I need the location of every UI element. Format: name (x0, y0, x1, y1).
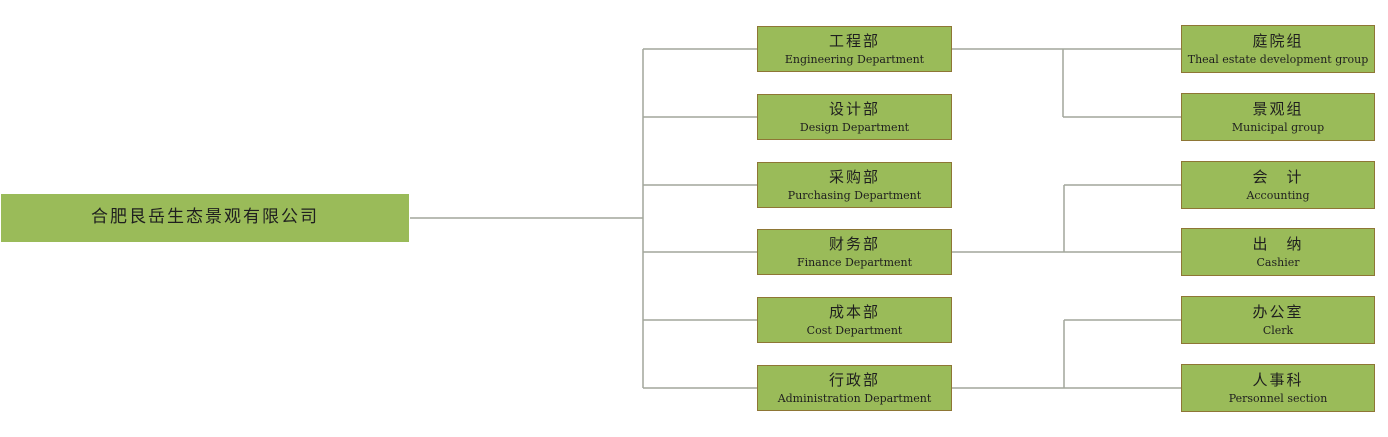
department-name-zh: 设计部 (828, 99, 880, 118)
subunit-name-en: Personnel section (1228, 391, 1328, 405)
department-name-zh: 财务部 (828, 234, 880, 253)
org-node-company: 合肥艮岳生态景观有限公司 (1, 194, 409, 242)
org-node-accounting: 会 计 Accounting (1181, 161, 1375, 209)
department-name-en: Design Department (799, 120, 910, 134)
org-node-personnel: 人事科 Personnel section (1181, 364, 1375, 412)
org-node-landscape-group: 景观组 Municipal group (1181, 93, 1375, 141)
department-name-en: Cost Department (806, 323, 903, 337)
department-name-en: Finance Department (796, 255, 913, 269)
subunit-name-zh: 办公室 (1252, 302, 1304, 321)
department-name-zh: 采购部 (828, 167, 880, 186)
org-node-cashier: 出 纳 Cashier (1181, 228, 1375, 276)
org-node-purchasing: 采购部 Purchasing Department (757, 162, 952, 208)
department-name-zh: 成本部 (828, 302, 880, 321)
subunit-name-zh: 会 计 (1252, 167, 1304, 186)
subunit-name-zh: 景观组 (1252, 99, 1304, 118)
org-node-design: 设计部 Design Department (757, 94, 952, 140)
subunit-name-en: Municipal group (1231, 120, 1325, 134)
subunit-name-en: Accounting (1246, 188, 1310, 202)
department-name-en: Engineering Department (784, 52, 925, 66)
subunit-name-zh: 人事科 (1252, 370, 1304, 389)
org-node-cost: 成本部 Cost Department (757, 297, 952, 343)
subunit-name-zh: 庭院组 (1252, 31, 1304, 50)
connector-paths (410, 48, 1181, 389)
department-name-zh: 工程部 (828, 31, 880, 50)
subunit-name-zh: 出 纳 (1252, 234, 1304, 253)
org-node-courtyard-group: 庭院组 Theal estate development group (1181, 25, 1375, 73)
subunit-name-en: Clerk (1262, 323, 1294, 337)
org-node-finance: 财务部 Finance Department (757, 229, 952, 275)
company-name: 合肥艮岳生态景观有限公司 (91, 207, 319, 228)
org-node-administration: 行政部 Administration Department (757, 365, 952, 411)
department-name-en: Purchasing Department (787, 188, 922, 202)
subunit-name-en: Theal estate development group (1187, 52, 1369, 66)
department-name-en: Administration Department (777, 391, 932, 405)
department-name-zh: 行政部 (828, 370, 880, 389)
org-node-engineering: 工程部 Engineering Department (757, 26, 952, 72)
org-node-office: 办公室 Clerk (1181, 296, 1375, 344)
subunit-name-en: Cashier (1256, 255, 1300, 269)
